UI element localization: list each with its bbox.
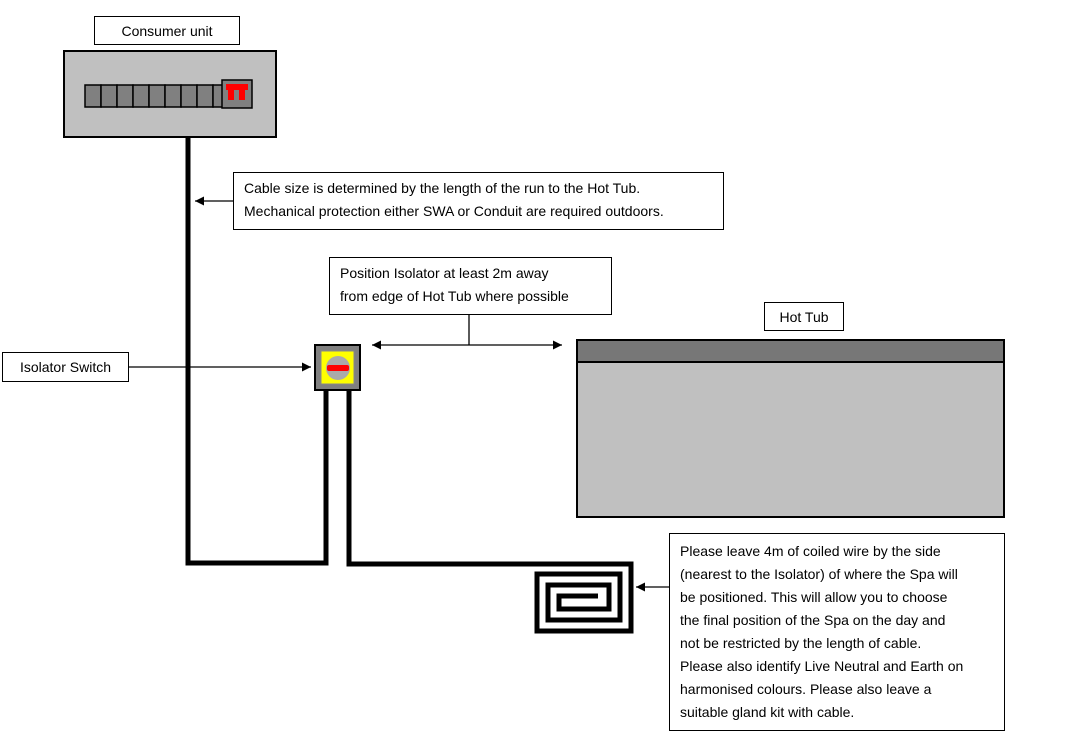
consumer-unit bbox=[63, 50, 277, 138]
coil-note-line: Please leave 4m of coiled wire by the si… bbox=[680, 543, 941, 559]
isolator-handle bbox=[327, 365, 349, 371]
consumer-unit-label: Consumer unit bbox=[94, 16, 240, 45]
hot-tub bbox=[576, 339, 1005, 518]
pointer-arrows bbox=[129, 196, 669, 592]
supply-cable bbox=[185, 138, 329, 566]
isolator-switch bbox=[314, 344, 361, 391]
tub-cable bbox=[346, 390, 634, 634]
coil-note-line: Please also identify Live Neutral and Ea… bbox=[680, 658, 964, 674]
cable-note-line: Mechanical protection either SWA or Cond… bbox=[244, 203, 664, 219]
isolator-switch-label: Isolator Switch bbox=[2, 352, 129, 382]
isolator-switch-label-text: Isolator Switch bbox=[19, 359, 112, 375]
isolator-position-note-line: Position Isolator at least 2m away bbox=[340, 265, 549, 281]
hot-tub-label-text: Hot Tub bbox=[779, 309, 829, 325]
breaker bbox=[132, 84, 150, 108]
rcd-switch bbox=[221, 79, 253, 109]
hot-tub-label: Hot Tub bbox=[764, 302, 844, 331]
cable-note-line: Cable size is determined by the length o… bbox=[244, 180, 641, 196]
breaker bbox=[84, 84, 102, 108]
isolator-position-note: Position Isolator at least 2m away from … bbox=[329, 257, 612, 315]
breaker bbox=[148, 84, 166, 108]
coil-note-line: harmonised colours. Please also leave a bbox=[680, 681, 932, 697]
breaker bbox=[100, 84, 118, 108]
coil-note-line: not be restricted by the length of cable… bbox=[680, 635, 922, 651]
breaker-row bbox=[84, 84, 224, 108]
breaker bbox=[116, 84, 134, 108]
hot-tub-rim bbox=[576, 339, 1005, 363]
coil-note-line: the final position of the Spa on the day… bbox=[680, 612, 946, 628]
cable-note: Cable size is determined by the length o… bbox=[233, 172, 724, 230]
breaker bbox=[164, 84, 182, 108]
hot-tub-body bbox=[576, 339, 1005, 518]
breaker bbox=[196, 84, 214, 108]
coil-note-line: be positioned. This will allow you to ch… bbox=[680, 589, 948, 605]
isolator-position-note-line: from edge of Hot Tub where possible bbox=[340, 288, 569, 304]
consumer-unit-label-text: Consumer unit bbox=[121, 23, 213, 39]
coil-note-line: suitable gland kit with cable. bbox=[680, 704, 855, 720]
coil-note-line: (nearest to the Isolator) of where the S… bbox=[680, 566, 958, 582]
breaker bbox=[180, 84, 198, 108]
coil-note: Please leave 4m of coiled wire by the si… bbox=[669, 533, 1005, 731]
